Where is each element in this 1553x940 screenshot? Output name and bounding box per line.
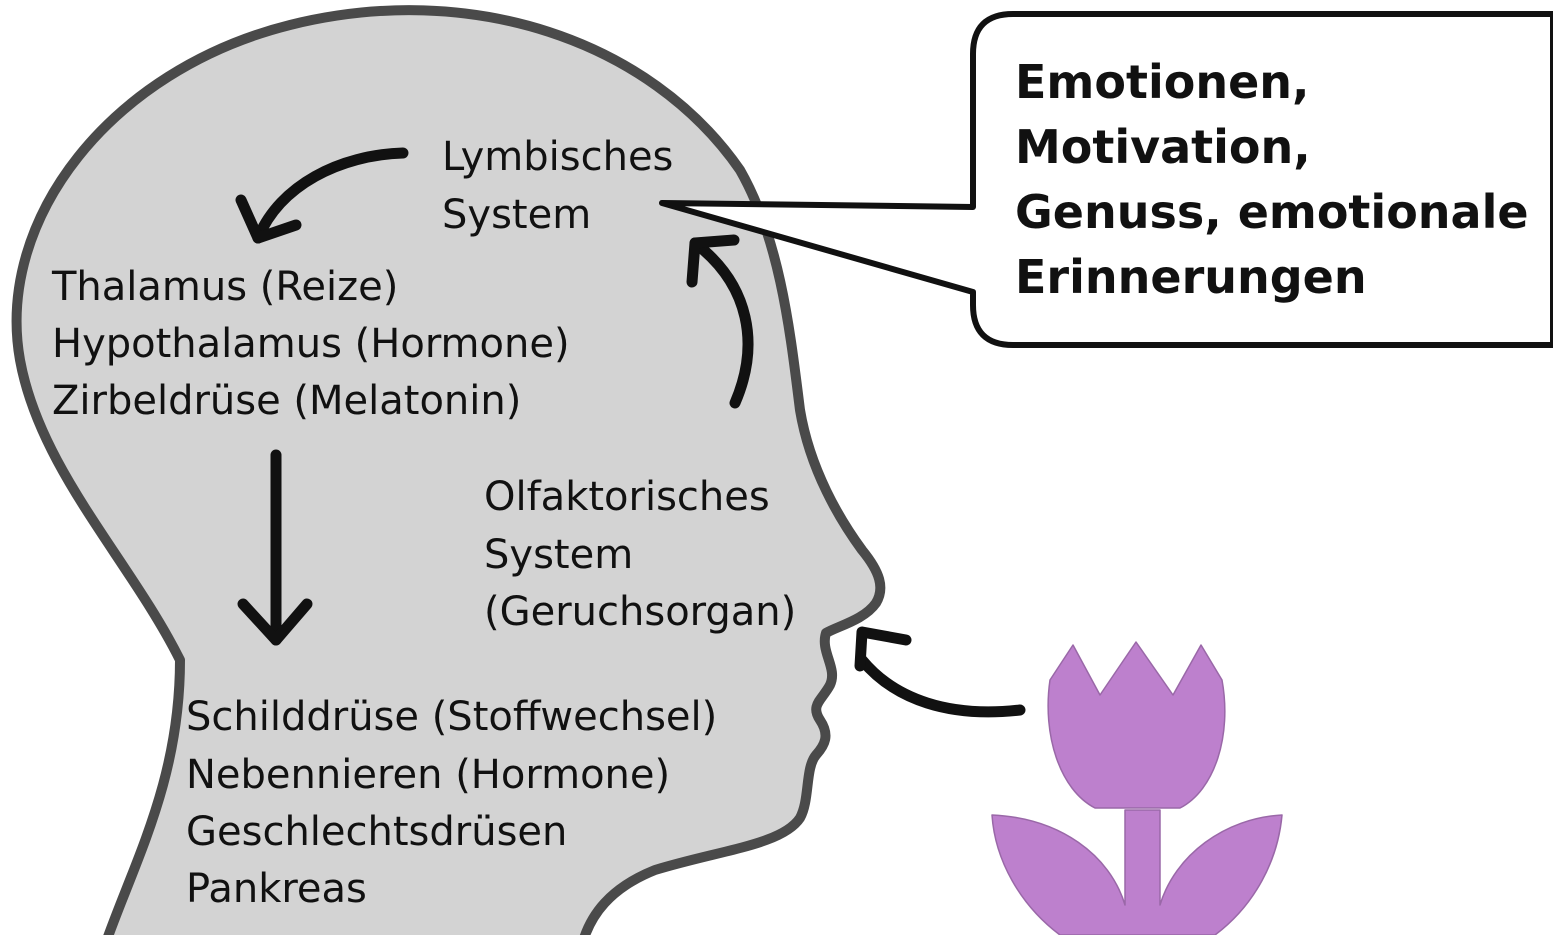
limbic-line-2: System bbox=[442, 192, 591, 238]
adrenal-label: Nebennieren (Hormone) bbox=[186, 752, 670, 798]
olfactory-line-3: (Geruchsorgan) bbox=[484, 589, 796, 635]
bubble-line-3: Genuss, emotionale bbox=[1015, 185, 1529, 239]
olfactory-line-1: Olfaktorisches bbox=[484, 474, 770, 520]
pancreas-label: Pankreas bbox=[186, 866, 367, 912]
bubble-line-2: Motivation, bbox=[1015, 120, 1311, 174]
hypothalamus-label: Hypothalamus (Hormone) bbox=[52, 321, 570, 367]
thyroid-label: Schilddrüse (Stoffwechsel) bbox=[186, 694, 717, 740]
pineal-gland-label: Zirbeldrüse (Melatonin) bbox=[52, 378, 521, 424]
thalamus-label: Thalamus (Reize) bbox=[51, 264, 398, 310]
tulip-flower-icon bbox=[992, 642, 1282, 935]
limbic-line-1: Lymbisches bbox=[442, 134, 673, 180]
olfactory-line-2: System bbox=[484, 532, 633, 578]
bubble-line-1: Emotionen, bbox=[1015, 55, 1310, 109]
arrow-flower-to-nose bbox=[860, 632, 1020, 712]
gonads-label: Geschlechtsdrüsen bbox=[186, 809, 567, 855]
tulip-blossom bbox=[1048, 642, 1225, 808]
bubble-line-4: Erinnerungen bbox=[1015, 250, 1367, 304]
tulip-leaves bbox=[992, 810, 1282, 935]
